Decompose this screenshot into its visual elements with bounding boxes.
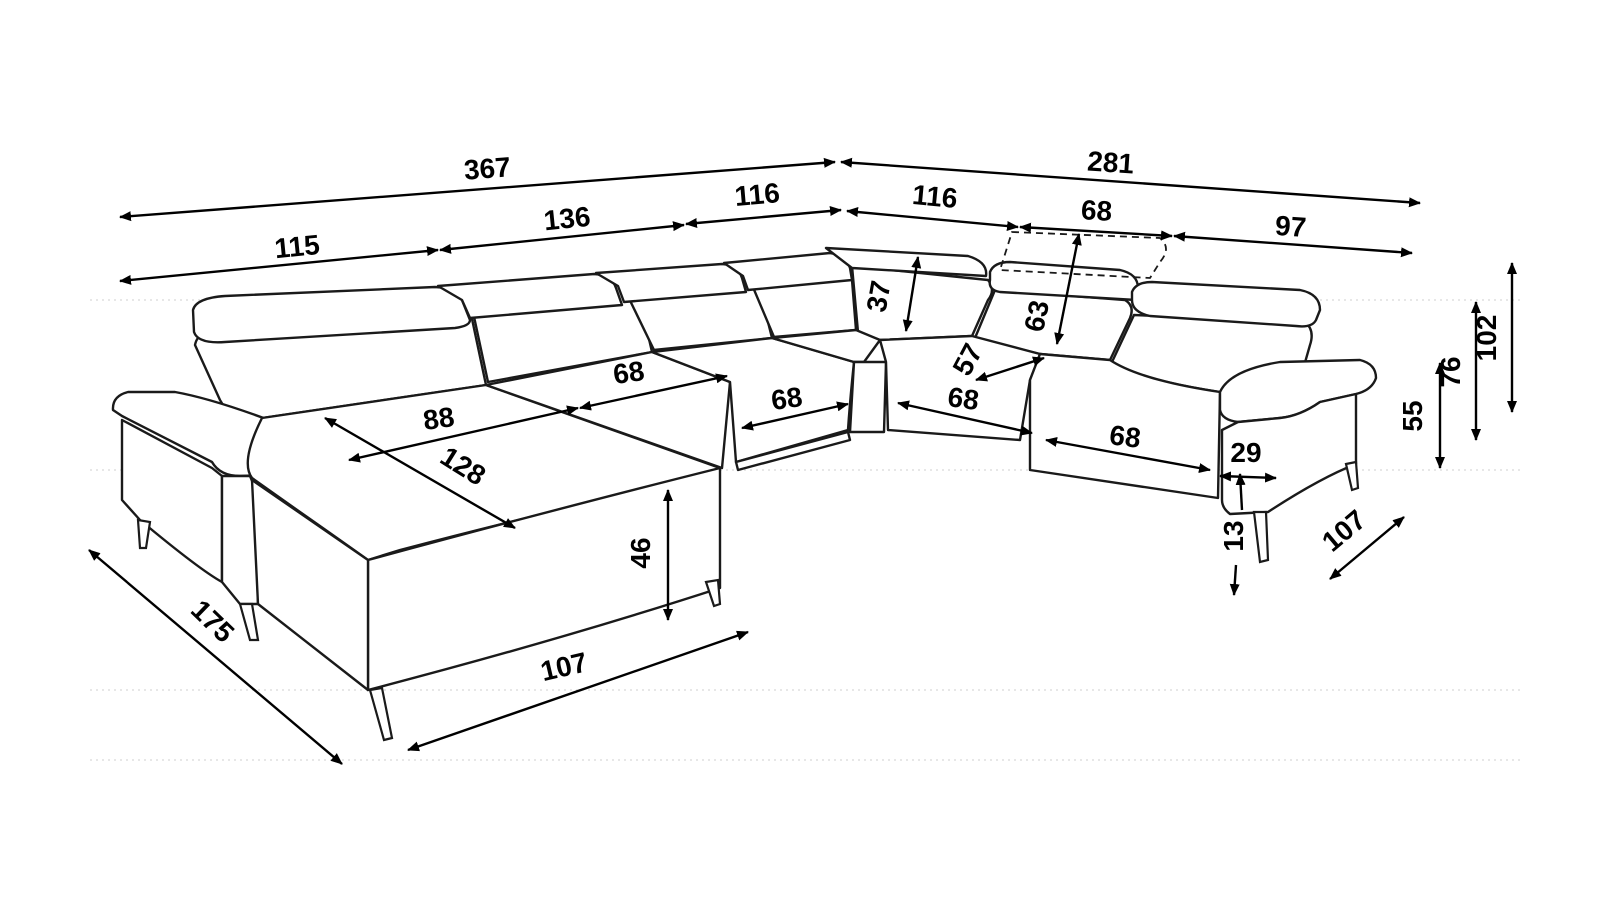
headrest-7 bbox=[1130, 280, 1322, 328]
label-107-front: 107 bbox=[538, 646, 590, 687]
label-63: 63 bbox=[1018, 298, 1055, 335]
dim-line-115 bbox=[119, 246, 439, 285]
label-88: 88 bbox=[421, 401, 456, 436]
dim-line-13-bottom bbox=[1229, 564, 1240, 596]
armrest-right-side bbox=[1220, 392, 1358, 516]
seat-front-strip bbox=[734, 430, 852, 472]
dim-line-107-front bbox=[407, 630, 749, 752]
dim-line-57 bbox=[975, 356, 1045, 382]
dimension-lines bbox=[88, 157, 1517, 765]
label-367: 367 bbox=[463, 151, 512, 185]
armrest-right bbox=[1218, 358, 1378, 424]
dim-line-97 bbox=[1173, 231, 1413, 258]
dim-line-68-c bbox=[897, 400, 1033, 436]
label-46: 46 bbox=[625, 537, 656, 568]
label-68-c: 68 bbox=[946, 381, 981, 416]
leg-2 bbox=[238, 602, 260, 642]
label-13: 13 bbox=[1218, 520, 1249, 551]
label-68-top: 68 bbox=[1080, 194, 1113, 227]
dim-line-29 bbox=[1219, 471, 1277, 483]
label-55: 55 bbox=[1397, 400, 1428, 431]
dim-line-175 bbox=[88, 549, 343, 765]
dim-line-68-top bbox=[1019, 222, 1173, 241]
dim-line-68-a bbox=[579, 373, 728, 411]
leg-6 bbox=[1344, 460, 1360, 492]
dim-line-107-right bbox=[1329, 516, 1405, 580]
label-102: 102 bbox=[1471, 315, 1502, 362]
leg-5 bbox=[1252, 510, 1270, 564]
dim-line-68-d bbox=[1045, 437, 1211, 473]
leg-4 bbox=[704, 578, 722, 608]
label-115: 115 bbox=[273, 229, 321, 264]
dim-line-63 bbox=[1054, 233, 1082, 345]
label-76: 76 bbox=[1435, 356, 1466, 387]
label-37: 37 bbox=[861, 278, 897, 314]
sofa-outline bbox=[111, 231, 1378, 742]
label-68-b: 68 bbox=[769, 381, 804, 416]
dim-line-367 bbox=[119, 157, 836, 222]
label-281: 281 bbox=[1086, 145, 1135, 179]
dim-line-281 bbox=[840, 157, 1421, 208]
seat-corner-front bbox=[848, 360, 888, 434]
label-175: 175 bbox=[185, 594, 240, 649]
dim-line-116-right bbox=[846, 207, 1019, 231]
dim-line-37 bbox=[902, 256, 922, 332]
label-116-right: 116 bbox=[911, 179, 959, 214]
dim-line-128 bbox=[324, 416, 516, 530]
leg-3 bbox=[368, 686, 394, 742]
dim-line-13-top bbox=[1235, 473, 1246, 511]
dim-line-68-b bbox=[741, 401, 849, 431]
label-29: 29 bbox=[1230, 437, 1261, 468]
dim-line-116-left bbox=[685, 206, 842, 228]
label-116-left: 116 bbox=[733, 177, 781, 212]
label-97: 97 bbox=[1274, 210, 1307, 243]
headrest-1 bbox=[191, 285, 472, 344]
seat-corner bbox=[770, 328, 882, 364]
label-68-a: 68 bbox=[611, 355, 646, 390]
dim-line-136 bbox=[439, 221, 685, 254]
label-136: 136 bbox=[542, 201, 592, 237]
leg-1 bbox=[136, 518, 152, 550]
label-68-d: 68 bbox=[1108, 419, 1143, 454]
